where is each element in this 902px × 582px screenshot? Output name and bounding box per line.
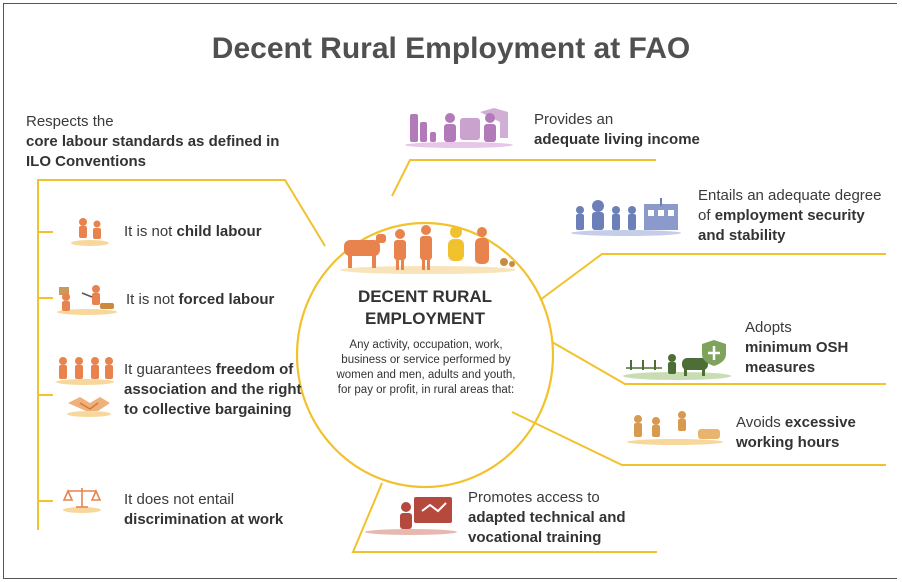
forced-labour-icon [57,285,117,315]
slide-frame [3,3,897,579]
right-item-plain: Entails an adequate degree of [698,187,882,224]
family-income-icon [405,108,513,148]
left-item-bold: forced labour [178,291,275,308]
right-item-living-income: Provides an adequate living income [534,110,754,150]
right-connector-5 [351,482,657,553]
right-item-bold: employment security and stability [698,207,865,244]
left-item-freedom-association: It guarantees freedom of association and… [124,360,316,420]
right-item-plain: Avoids [736,414,785,431]
left-item-bold: discrimination at work [124,511,284,528]
right-item-plain: Adopts [745,319,792,336]
children-icon [71,218,109,246]
right-item-plain: Provides an [534,111,614,128]
scales-icon [62,488,102,513]
right-item-employment-security: Entails an adequate degree of employment… [698,186,893,246]
core-standards-plain: Respects the [26,113,114,130]
core-standards-bold: core labour standards as defined in ILO … [26,133,280,170]
rural-workers-icon [340,225,516,274]
right-item-bold: excessive working hours [736,414,856,451]
right-connector-3 [551,341,886,385]
right-connector-1 [391,159,656,197]
left-item-plain: It is not [126,291,179,308]
working-hours-icon [627,411,723,445]
left-item-bold: child labour [176,223,262,240]
right-item-bold: minimum OSH measures [745,339,849,376]
farm-safety-icon [623,340,731,380]
left-item-plain: It guarantees [124,361,216,378]
left-item-forced-labour: It is not forced labour [126,290,286,310]
left-item-discrimination: It does not entail discrimination at wor… [124,490,334,530]
center-description: Any activity, occupation, work, business… [336,339,516,396]
right-item-bold: adapted technical and vocational trainin… [468,509,626,546]
people-holding-hands-icon [56,357,114,385]
right-item-training: Promotes access to adapted technical and … [468,488,678,548]
workers-building-icon [571,198,681,236]
right-item-osh: Adopts minimum OSH measures [745,318,885,378]
left-item-plain: It does not entail [124,491,235,508]
left-item-child-labour: It is not child labour [124,222,262,242]
center-circle [295,221,555,489]
right-connector-2 [539,253,886,301]
right-item-working-hours: Avoids excessive working hours [736,413,886,453]
handshake-icon [67,397,111,417]
core-standards-label: Respects the core labour standards as de… [26,112,296,172]
left-connector [37,179,326,530]
center-heading: DECENT RURAL EMPLOYMENT [357,287,493,328]
right-item-bold: adequate living income [534,131,700,148]
right-connector-4 [511,411,886,466]
left-item-bold: freedom of association and the right to … [124,361,302,418]
page-title: Decent Rural Employment at FAO [211,32,691,65]
right-item-plain: Promotes access to [468,489,600,506]
left-item-plain: It is not [124,223,177,240]
training-icon [365,497,457,535]
